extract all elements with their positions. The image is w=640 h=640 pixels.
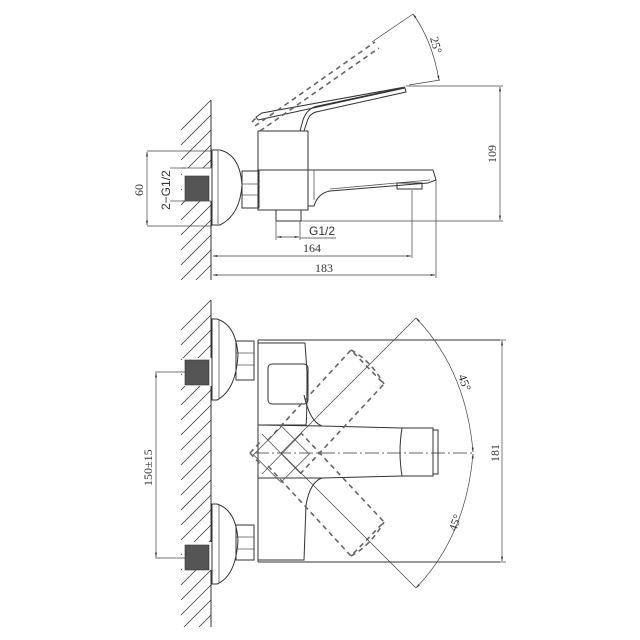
dim-angle-25: 25° [427, 35, 445, 55]
wall-hatching-bottom [180, 299, 212, 628]
dim-thread-inlets: 2−G1/2 [159, 170, 173, 210]
inlet-thread-upper [184, 359, 210, 386]
dim-angle-lower: 45° [446, 512, 465, 533]
top-view: 45° 45° 181 150±15 [141, 299, 506, 628]
dim-164: 164 [303, 241, 321, 255]
escutcheon [211, 149, 243, 226]
spout [308, 169, 437, 207]
handle-rotated-upper [267, 348, 386, 474]
eccentric-nut-upper [235, 340, 255, 381]
inlet-thread [184, 175, 210, 202]
outlet-stub [275, 209, 302, 222]
aerator [396, 182, 423, 190]
dim-181: 181 [488, 444, 502, 462]
dim-183: 183 [315, 261, 333, 275]
mixer-body-upper [257, 130, 309, 171]
cartridge-cap [267, 363, 309, 405]
angle-arc-upper [415, 317, 474, 453]
spout-top [399, 427, 434, 477]
escutcheon-upper [211, 318, 239, 401]
inlet-thread-lower [184, 544, 210, 571]
dim-thread-outlet: G1/2 [309, 224, 335, 238]
escutcheon-lower [211, 503, 239, 585]
angle-arc-lower [415, 453, 474, 589]
mixer-body-lower [257, 169, 309, 211]
mixer-body-top [257, 342, 308, 426]
lever-handle-raised [251, 41, 380, 132]
side-view: 25° 60 2−G1/2 G1/2 164 183 109 [132, 13, 503, 281]
dim-109: 109 [485, 145, 499, 163]
eccentric-nut-lower [235, 524, 255, 561]
lever-handle [257, 87, 407, 132]
handle-rotated-lower [267, 432, 386, 558]
dim-angle-upper: 45° [455, 372, 474, 393]
aerator-top [432, 429, 439, 475]
angle-arc-25 [412, 13, 440, 81]
dim-60: 60 [132, 184, 146, 196]
dim-centers-150: 150±15 [141, 449, 155, 486]
eccentric-nut [241, 170, 260, 209]
